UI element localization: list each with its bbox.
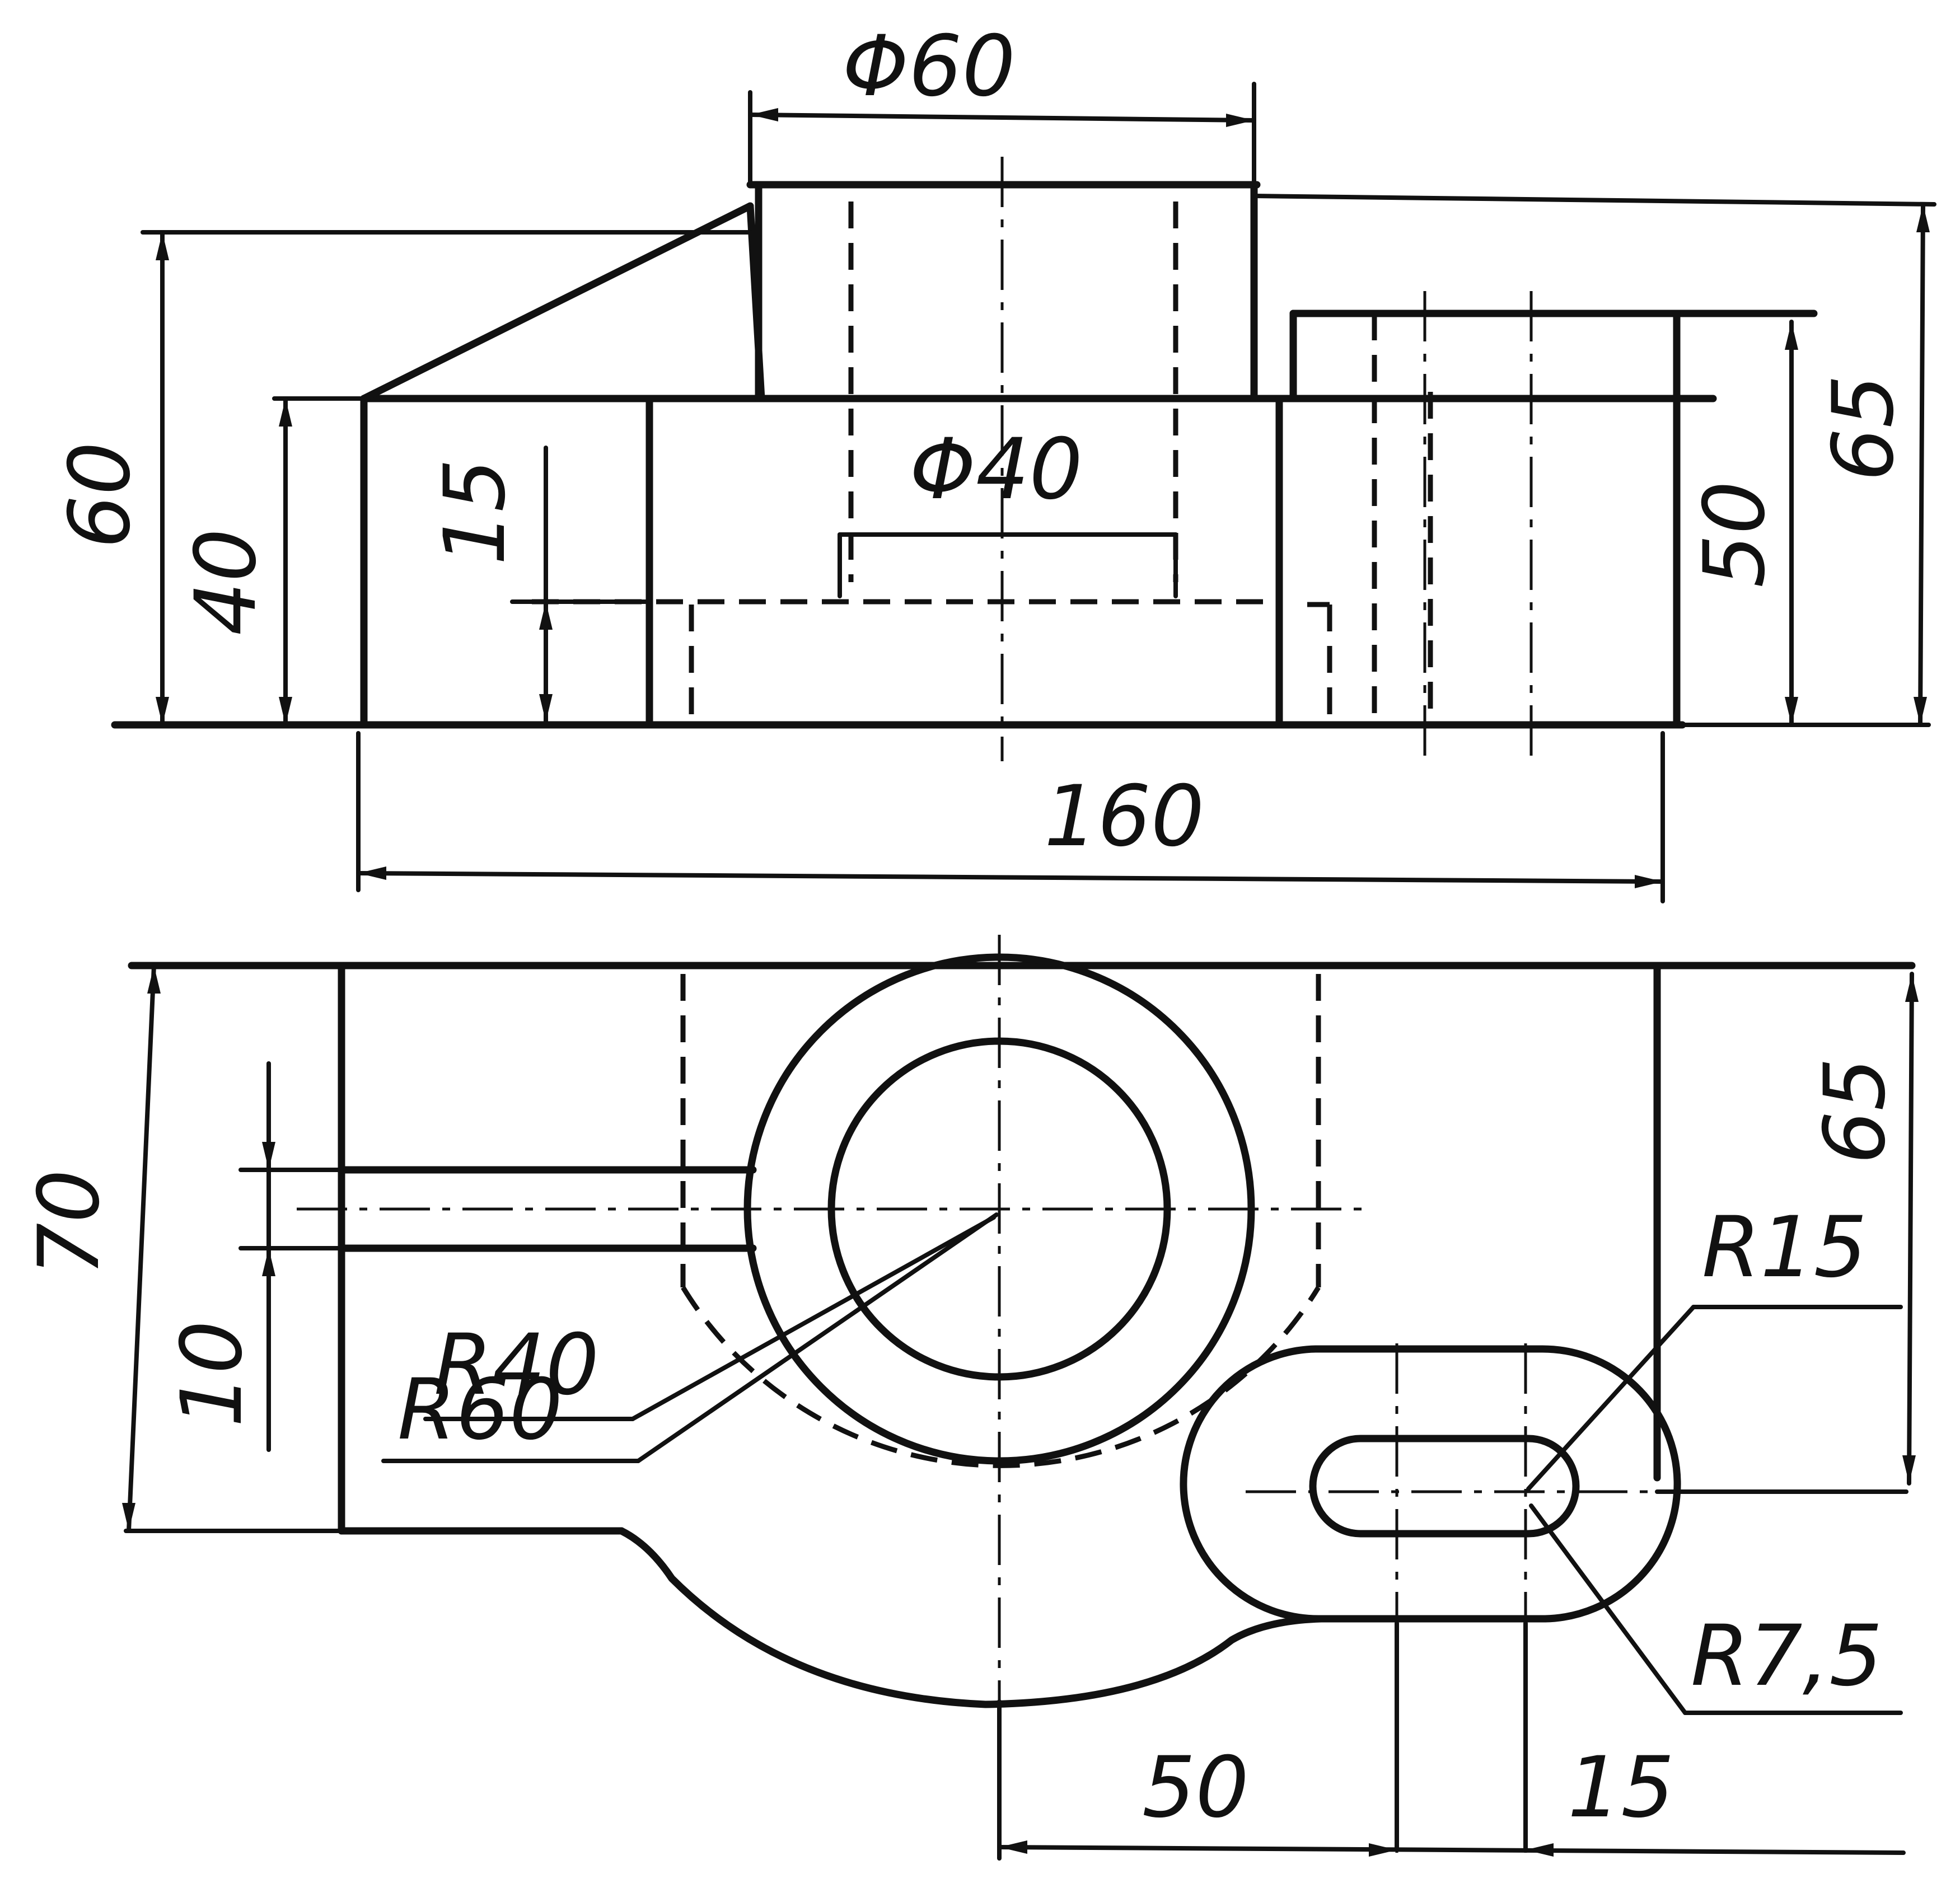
plan-view: 70 10 65 R40 R60 R15 R7,5 50 15 (21, 935, 1919, 1861)
dim-label-50: 50 (1686, 481, 1784, 588)
plan-view-outline (128, 953, 1916, 1708)
dim-label-50-plan: 50 (1142, 1739, 1249, 1837)
plan-view-arrowheads (122, 966, 1919, 1857)
dim-label-r60: R60 (397, 1361, 563, 1459)
dim-label-60: 60 (52, 442, 149, 549)
dim-label-dia60: Φ60 (843, 18, 1016, 115)
dim-label-40: 40 (177, 528, 275, 635)
dim-label-65-plan: 65 (1807, 1057, 1904, 1164)
dim-label-10: 10 (163, 1320, 261, 1427)
plan-view-dimension-lines (124, 963, 1914, 1861)
dim-label-r7-5: R7,5 (1691, 1608, 1883, 1705)
dim-label-65-front: 65 (1815, 374, 1912, 481)
dim-label-r40: R40 (434, 1317, 599, 1414)
dim-label-70: 70 (21, 1169, 118, 1276)
front-view-hidden-lines (532, 202, 1433, 719)
dim-label-r15: R15 (1702, 1199, 1867, 1296)
dim-label-160: 160 (1044, 768, 1204, 865)
front-view: Φ60 Φ40 160 60 40 15 50 65 (52, 18, 1936, 903)
dim-label-15: 15 (427, 458, 524, 565)
dim-label-15-plan: 15 (1568, 1739, 1674, 1837)
front-view-center-lines (1000, 157, 1533, 767)
front-view-dimension-lines (141, 82, 1936, 903)
dim-label-dia40: Φ40 (910, 421, 1083, 518)
front-view-arrowheads (156, 108, 1930, 888)
